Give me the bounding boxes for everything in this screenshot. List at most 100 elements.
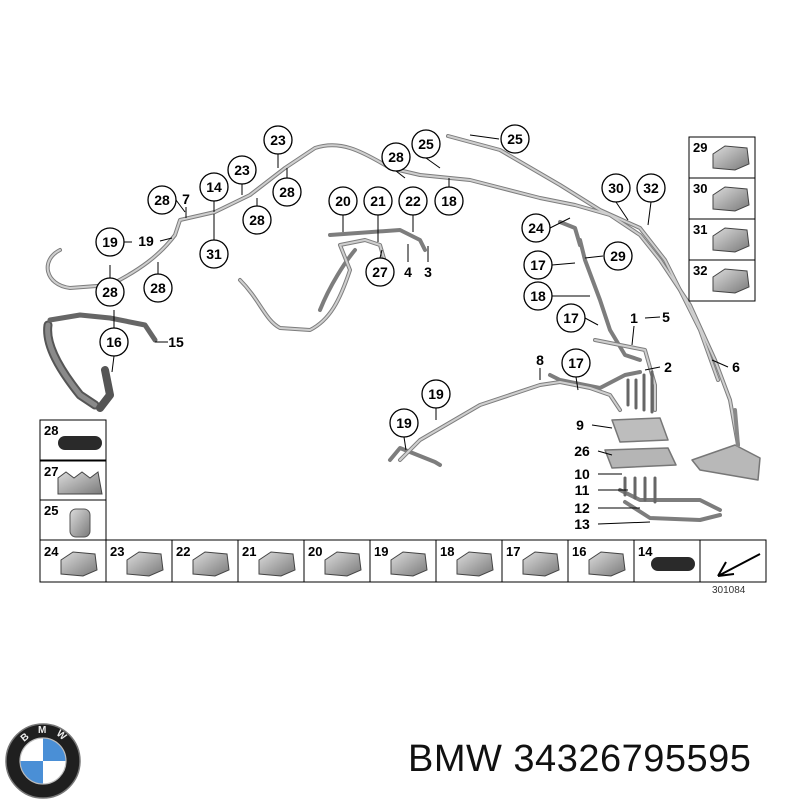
callout-number: 28 xyxy=(154,192,170,208)
callout-c14: 14 xyxy=(199,172,229,202)
callout-number: 25 xyxy=(507,131,523,147)
logo-letter-m: M xyxy=(38,725,46,736)
callout-number: 18 xyxy=(441,193,457,209)
callout-c32a: 32 xyxy=(636,173,666,203)
callout-circle xyxy=(147,185,177,215)
callout-c28f: 28 xyxy=(143,273,173,303)
callout-circle xyxy=(95,227,125,257)
plain-label-p7: 7 xyxy=(182,191,190,207)
callout-c28a: 28 xyxy=(381,142,411,172)
legend-cell-b19: 19 xyxy=(369,539,437,583)
legend-cell-number: 29 xyxy=(693,140,707,155)
legend-cell-number: 21 xyxy=(242,544,256,559)
legend-cell-b24: 24 xyxy=(39,539,107,583)
callout-number: 17 xyxy=(568,355,584,371)
legend-cell-l25: 25 xyxy=(39,499,107,541)
callout-c18a: 18 xyxy=(434,186,464,216)
callout-circle xyxy=(99,327,129,357)
callout-circle xyxy=(636,173,666,203)
plain-label-p4: 4 xyxy=(404,264,412,280)
callout-number: 20 xyxy=(335,193,351,209)
bmw-roundel-icon: B M W xyxy=(5,723,81,799)
callout-number: 29 xyxy=(610,248,626,264)
legend-cell-b23: 23 xyxy=(105,539,173,583)
callout-number: 21 xyxy=(370,193,386,209)
plain-label-p15: 15 xyxy=(168,334,184,350)
legend-cell-r29: 29 xyxy=(688,136,756,179)
legend-cell-barrow xyxy=(699,539,767,583)
callout-circle xyxy=(365,257,395,287)
callout-number: 24 xyxy=(528,220,544,236)
callout-c16: 16 xyxy=(99,327,129,357)
callout-number: 30 xyxy=(608,180,624,196)
legend-cell-number: 24 xyxy=(44,544,59,559)
callout-c30a: 30 xyxy=(601,173,631,203)
legend-cell-number: 19 xyxy=(374,544,388,559)
plain-label-p12: 12 xyxy=(574,500,590,516)
diagram-id-code: 301084 xyxy=(712,585,746,596)
callout-c19c: 19 xyxy=(389,408,419,438)
clip-icon xyxy=(522,551,560,577)
callout-circle xyxy=(242,205,272,235)
callout-circle xyxy=(227,155,257,185)
callout-circle xyxy=(521,213,551,243)
callout-number: 14 xyxy=(206,179,222,195)
clip-icon xyxy=(712,268,750,294)
callout-number: 31 xyxy=(206,246,222,262)
brand-part-number: BMW 34326795595 xyxy=(408,738,752,780)
callout-circle xyxy=(199,172,229,202)
callout-circle xyxy=(603,241,633,271)
callout-circle xyxy=(199,239,229,269)
callout-c22: 22 xyxy=(398,186,428,216)
callout-c28d: 28 xyxy=(242,205,272,235)
callout-number: 28 xyxy=(249,212,265,228)
callout-c29a: 29 xyxy=(603,241,633,271)
callout-number: 27 xyxy=(372,264,388,280)
callout-circle xyxy=(363,186,393,216)
legend-cell-number: 27 xyxy=(44,464,58,479)
callout-c18b: 18 xyxy=(523,281,553,311)
callout-circle xyxy=(389,408,419,438)
callout-number: 28 xyxy=(279,184,295,200)
plain-label-p6: 6 xyxy=(732,359,740,375)
clip-icon xyxy=(126,551,164,577)
legend-cell-b14: 14 xyxy=(633,539,701,583)
callout-c28b: 28 xyxy=(272,177,302,207)
legend-cell-b20: 20 xyxy=(303,539,371,583)
callout-c19a: 19 xyxy=(95,227,125,257)
legend-cell-b22: 22 xyxy=(171,539,239,583)
legend-cell-number: 23 xyxy=(110,544,124,559)
callout-circle xyxy=(143,273,173,303)
callout-circle xyxy=(556,303,586,333)
callout-c24a: 24 xyxy=(521,213,551,243)
callout-number: 18 xyxy=(530,288,546,304)
legend-cell-number: 20 xyxy=(308,544,322,559)
legend-cell-number: 30 xyxy=(693,181,707,196)
callout-circle xyxy=(381,142,411,172)
plain-label-p19: 19 xyxy=(138,233,154,249)
callout-circle xyxy=(601,173,631,203)
arrow-icon xyxy=(717,553,761,577)
plain-label-p10: 10 xyxy=(574,466,590,482)
clip-icon xyxy=(258,551,296,577)
hose-icon xyxy=(651,557,695,571)
callout-c23b: 23 xyxy=(227,155,257,185)
plain-label-p1: 1 xyxy=(630,310,638,326)
callout-c25b: 25 xyxy=(500,124,530,154)
legend-cell-number: 16 xyxy=(572,544,586,559)
clip-icon xyxy=(60,551,98,577)
callout-c20: 20 xyxy=(328,186,358,216)
callout-circle xyxy=(263,125,293,155)
legend-cell-r32: 32 xyxy=(688,259,756,302)
callout-c28c: 28 xyxy=(147,185,177,215)
callout-number: 16 xyxy=(106,334,122,350)
legend-cell-number: 22 xyxy=(176,544,190,559)
callout-number: 17 xyxy=(530,257,546,273)
legend-cell-number: 32 xyxy=(693,263,707,278)
